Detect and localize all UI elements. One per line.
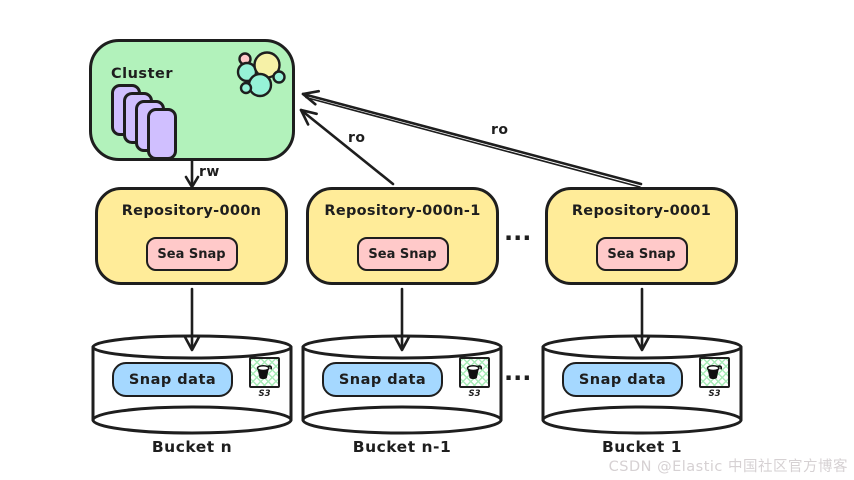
s3-icon-caption: S3 xyxy=(708,389,721,399)
edge-label-rw: rw xyxy=(199,164,220,180)
sea-snap-box: Sea Snap xyxy=(145,237,238,271)
bucket-caption-1: Bucket 1 xyxy=(601,438,683,456)
sea-snap-box: Sea Snap xyxy=(595,237,688,271)
arrow-ro-repo-n1-to-cluster xyxy=(299,108,395,186)
sea-snap-box: Sea Snap xyxy=(356,237,449,271)
ellipsis-buckets: ... xyxy=(504,358,532,386)
snap-data-box: Snap data xyxy=(112,362,233,397)
s3-icon-caption: S3 xyxy=(468,389,481,399)
arrow-ro-repo-1-to-cluster xyxy=(301,89,643,188)
cluster-box: Cluster xyxy=(89,39,295,161)
cluster-label: Cluster xyxy=(111,66,173,82)
bucket-caption-n-1: Bucket n-1 xyxy=(352,438,452,456)
edge-label-ro-repo-n1: ro xyxy=(348,130,366,146)
snap-data-box: Snap data xyxy=(562,362,683,397)
s3-icon-caption: S3 xyxy=(258,389,271,399)
snap-data-box: Snap data xyxy=(322,362,443,397)
repository-title: Repository-0001 xyxy=(571,203,712,219)
arrow-repo-1-to-bucket-1 xyxy=(633,287,651,352)
watermark-text: CSDN @Elastic 中国社区官方博客 xyxy=(608,459,848,475)
repository-box-000n-1: Repository-000n-1 Sea Snap xyxy=(306,187,499,285)
repository-box-000n: Repository-000n Sea Snap xyxy=(95,187,288,285)
arrow-repo-n-to-bucket-n xyxy=(183,287,201,352)
repository-title: Repository-000n xyxy=(121,203,262,219)
s3-bucket-icon xyxy=(699,357,730,388)
repository-title: Repository-000n-1 xyxy=(324,203,481,219)
repository-box-0001: Repository-0001 Sea Snap xyxy=(545,187,738,285)
elasticsearch-logo-icon xyxy=(236,51,286,98)
ellipsis-repositories: ... xyxy=(504,218,532,246)
cluster-node-icon xyxy=(147,108,177,160)
s3-bucket-icon xyxy=(249,357,280,388)
edge-label-ro-repo-1: ro xyxy=(491,122,509,138)
bucket-caption-n: Bucket n xyxy=(151,438,233,456)
arrow-repo-n1-to-bucket-n1 xyxy=(393,287,411,352)
s3-bucket-icon xyxy=(459,357,490,388)
arrow-rw-cluster-to-repo-n xyxy=(184,159,200,189)
